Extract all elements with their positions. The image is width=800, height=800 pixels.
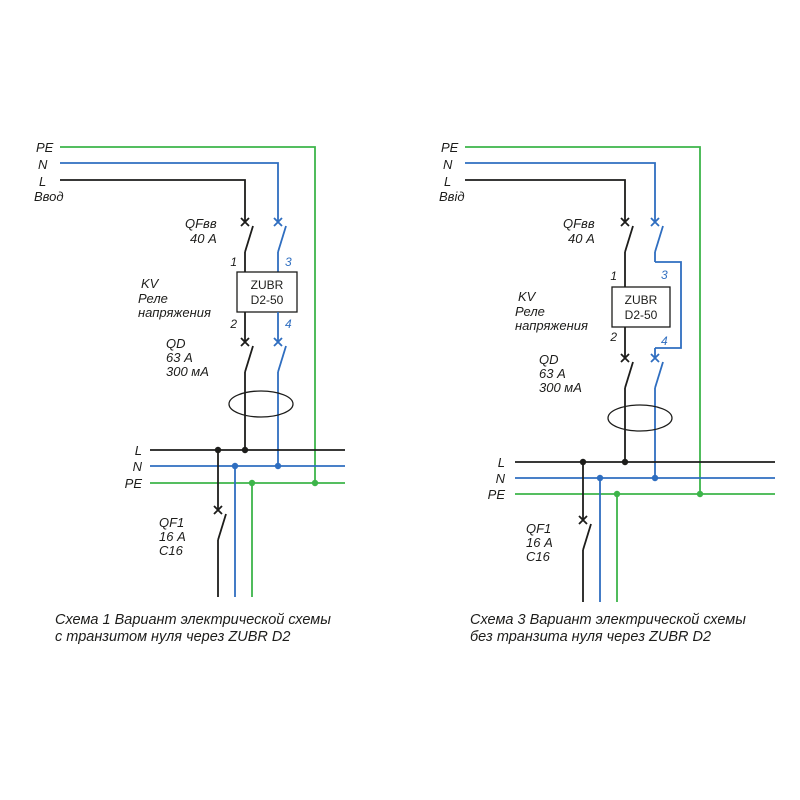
n-feed-wire [60,162,279,222]
rcd-rating: 63 А [166,350,193,365]
bus-pe-label: PE [488,487,506,502]
load-breaker-rating: 16 А [159,529,186,544]
rcd-leak-current: 300 мА [166,364,209,379]
load-breaker-name: QF1 [526,521,551,536]
n-feed-wire [465,162,656,222]
relay-designator-label: KV [518,289,537,304]
bus-l-label: L [498,455,505,470]
rcd-pole-l-icon [620,353,634,389]
relay-word2-label: напряжения [515,318,588,333]
terminal-3-label: 3 [661,268,668,282]
rcd-name: QD [166,336,186,351]
device-name-line1: ZUBR [625,293,658,307]
rcd-toroid-icon [228,390,294,418]
bus-n-label: N [496,471,506,486]
main-breaker-pole-l-icon [240,217,254,253]
device-name-line1: ZUBR [251,278,284,292]
feed-l-label: L [39,174,46,189]
rcd-pole-n-icon [273,337,287,373]
rcd-name: QD [539,352,559,367]
relay-device-box [236,271,298,313]
rcd-leak-current: 300 мА [539,380,582,395]
rcd-rating: 63 А [539,366,566,381]
feed-n-label: N [443,157,453,172]
caption-line1: Схема 1 Вариант электрической схемы [55,612,331,628]
caption-line2: с транзитом нуля через ZUBR D2 [55,629,290,645]
l-feed-wire [60,179,246,222]
load-breaker-icon [578,515,592,551]
caption-line1: Схема 3 Вариант электрической схемы [470,612,746,628]
pe-feed-wire [60,146,316,483]
right-diagram: PE N L Ввід QFвв 40 А 1 3 ZUBR D2-50 KV … [439,140,775,645]
feed-pe-label: PE [36,140,54,155]
main-breaker-rating: 40 А [568,231,595,246]
bus-l-label: L [135,443,142,458]
terminal-4-label: 4 [661,334,668,348]
relay-device-box [611,286,671,328]
pe-feed-wire [465,146,701,494]
load-breaker-name: QF1 [159,515,184,530]
load-breaker-icon [213,505,227,541]
feed-l-label: L [444,174,451,189]
device-name-line2: D2-50 [625,308,658,322]
bus-pe-label: PE [125,476,143,491]
terminal-4-label: 4 [285,317,292,331]
main-breaker-pole-n-icon [273,217,287,253]
rcd-toroid-icon [607,404,673,432]
load-breaker-curve: С16 [526,549,551,564]
l-feed-wire [465,179,626,222]
rcd-pole-n-icon [650,353,664,389]
caption-line2: без транзита нуля через ZUBR D2 [470,629,711,645]
relay-designator-label: KV [141,276,160,291]
rcd-pole-l-icon [240,337,254,373]
left-diagram: PE N L Ввод QFвв 40 А 1 3 ZUBR D2-50 KV … [34,140,345,645]
terminal-2-label: 2 [229,317,237,331]
terminal-3-label: 3 [285,255,292,269]
junction-dots [579,458,704,498]
terminal-1-label: 1 [230,255,237,269]
feed-n-label: N [38,157,48,172]
load-breaker-curve: С16 [159,543,184,558]
feed-entry-label: Ввід [439,189,465,204]
relay-word-label: Реле [515,304,545,319]
bus-n-label: N [133,459,143,474]
main-breaker-name: QFвв [563,216,595,231]
terminal-2-label: 2 [609,330,617,344]
relay-word2-label: напряжения [138,305,211,320]
device-name-line2: D2-50 [251,293,284,307]
main-breaker-pole-l-icon [620,217,634,253]
feed-pe-label: PE [441,140,459,155]
n-bypass-wire [655,261,682,349]
terminal-1-label: 1 [610,269,617,283]
main-breaker-name: QFвв [185,216,217,231]
main-breaker-pole-n-icon [650,217,664,253]
load-breaker-rating: 16 А [526,535,553,550]
feed-entry-label: Ввод [34,189,64,204]
main-breaker-rating: 40 А [190,231,217,246]
relay-word-label: Реле [138,291,168,306]
